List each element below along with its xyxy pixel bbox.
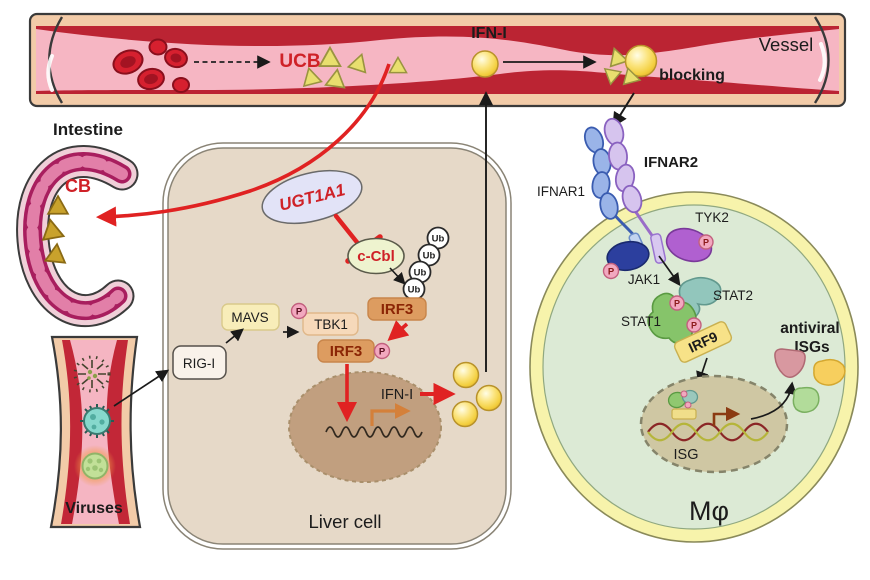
red-blood-cell xyxy=(148,38,168,56)
intestine: Intestine CB xyxy=(16,120,139,328)
liver-cell: IFN-I UGT1A1 c-Cbl Ub Ub Ub Ub IRF3 TBK1… xyxy=(162,91,512,550)
antiviral-label-line1: antiviral xyxy=(780,320,839,337)
vessel-label: Vessel xyxy=(759,34,814,55)
ub-label: Ub xyxy=(423,251,436,262)
phospho-label: P xyxy=(703,238,709,248)
jak1-protein xyxy=(606,240,650,272)
blocking-complex-icon xyxy=(598,44,658,89)
tyk2-protein xyxy=(665,227,713,263)
phospho-label: P xyxy=(608,267,615,278)
receptor-to-stat-arrow xyxy=(658,255,681,287)
red-blood-cell xyxy=(172,77,190,93)
isgf3-complex-icon xyxy=(667,389,699,420)
ubiquitination-arrow xyxy=(389,267,406,285)
ifn1-molecule-icon xyxy=(471,50,499,78)
stat2-label: STAT2 xyxy=(713,288,753,303)
tbk1-box xyxy=(302,312,359,336)
phospho-label: P xyxy=(674,299,680,309)
irf3-activation-arrow xyxy=(387,320,410,341)
vessel-left-highlight xyxy=(46,54,54,92)
mavs-label: MAVS xyxy=(231,310,268,325)
intestine-title: Intestine xyxy=(53,120,123,139)
isg-dna-strand-yellow xyxy=(647,422,769,442)
phospho-badge: P xyxy=(698,234,714,250)
virus-vessel: Viruses xyxy=(49,335,142,529)
phospho-badge: P xyxy=(373,342,391,360)
ifnar1-receptor xyxy=(583,126,648,261)
blocking-to-receptor-arrow xyxy=(612,92,635,128)
ugt1a1-enzyme: UGT1A1 xyxy=(261,169,363,225)
phospho-badge: P xyxy=(669,295,685,311)
macrophage-label: Mφ xyxy=(689,496,729,526)
blood-vessel: UCB IFN-I blocking Vessel xyxy=(28,12,847,108)
coronavirus-icon xyxy=(80,404,114,438)
macrophage-cell: IFNAR1 IFNAR2 P JAK1 P TYK2 P P STAT1 ST… xyxy=(529,117,859,543)
red-blood-cells xyxy=(112,38,190,93)
rigi-label: RIG-I xyxy=(183,356,215,371)
ub-label: Ub xyxy=(414,268,427,279)
ifn1-gene-label: IFN-I xyxy=(381,387,413,403)
tbk1-label: TBK1 xyxy=(314,317,348,332)
rigi-box xyxy=(172,345,227,380)
isg-protein-yellow-icon xyxy=(813,358,846,386)
isg-protein-green-icon xyxy=(792,386,820,413)
ifnar2-receptor xyxy=(603,117,667,264)
phospho-badge: P xyxy=(290,302,308,320)
vessel-right-highlight xyxy=(818,42,827,82)
phospho-label: P xyxy=(379,347,386,358)
phospho-badge: P xyxy=(686,317,702,333)
ccbl-protein xyxy=(347,237,405,275)
rigi-to-mavs-arrow xyxy=(225,328,244,344)
phospho-label: P xyxy=(296,307,303,318)
dna-coil-icon xyxy=(325,426,423,438)
ifnar1-label: IFNAR1 xyxy=(537,184,585,199)
phospho-badge: P xyxy=(602,262,620,280)
ubiquitin-chain: Ub Ub Ub Ub xyxy=(402,226,450,301)
ub-label: Ub xyxy=(408,285,421,296)
dandelion-virus-icon xyxy=(73,355,111,393)
irf3-lower-label: IRF3 xyxy=(330,343,363,360)
ucb-label: UCB xyxy=(279,51,320,72)
promoter-arrow-icon xyxy=(370,403,411,426)
tyk2-label: TYK2 xyxy=(695,210,729,225)
vessel-right-opening xyxy=(813,16,830,104)
mavs-box xyxy=(221,303,280,331)
isg-protein-pink-icon xyxy=(774,348,806,378)
cb-label: CB xyxy=(65,176,91,196)
virus-to-rigi-arrow xyxy=(113,369,170,407)
stat1-label: STAT1 xyxy=(621,314,661,329)
isg-label: ISG xyxy=(674,447,699,463)
liver-cell-label: Liver cell xyxy=(309,511,382,532)
irf3-upper-box xyxy=(367,297,427,321)
viruses-label: Viruses xyxy=(65,500,123,517)
ccbl-label: c-Cbl xyxy=(357,248,395,265)
liver-nucleus xyxy=(288,371,442,483)
isg-promoter-arrow-icon xyxy=(712,406,741,426)
green-virus-icon xyxy=(74,445,116,487)
jak1-label: JAK1 xyxy=(628,272,660,287)
ucb-conjugation-arrow xyxy=(95,63,391,227)
ifn1-secreted-molecules xyxy=(451,91,503,428)
ub-label: Ub xyxy=(432,234,445,245)
ifnar2-label: IFNAR2 xyxy=(644,154,698,171)
isg-dna-strand-red xyxy=(647,422,769,442)
blocking-label: blocking xyxy=(659,67,725,84)
intestine-shape xyxy=(16,145,139,328)
isg-expression-arrow xyxy=(750,381,797,420)
ifn1-vessel-label: IFN-I xyxy=(471,25,507,42)
phospho-label: P xyxy=(691,321,697,331)
irf3-upper-label: IRF3 xyxy=(381,301,414,318)
